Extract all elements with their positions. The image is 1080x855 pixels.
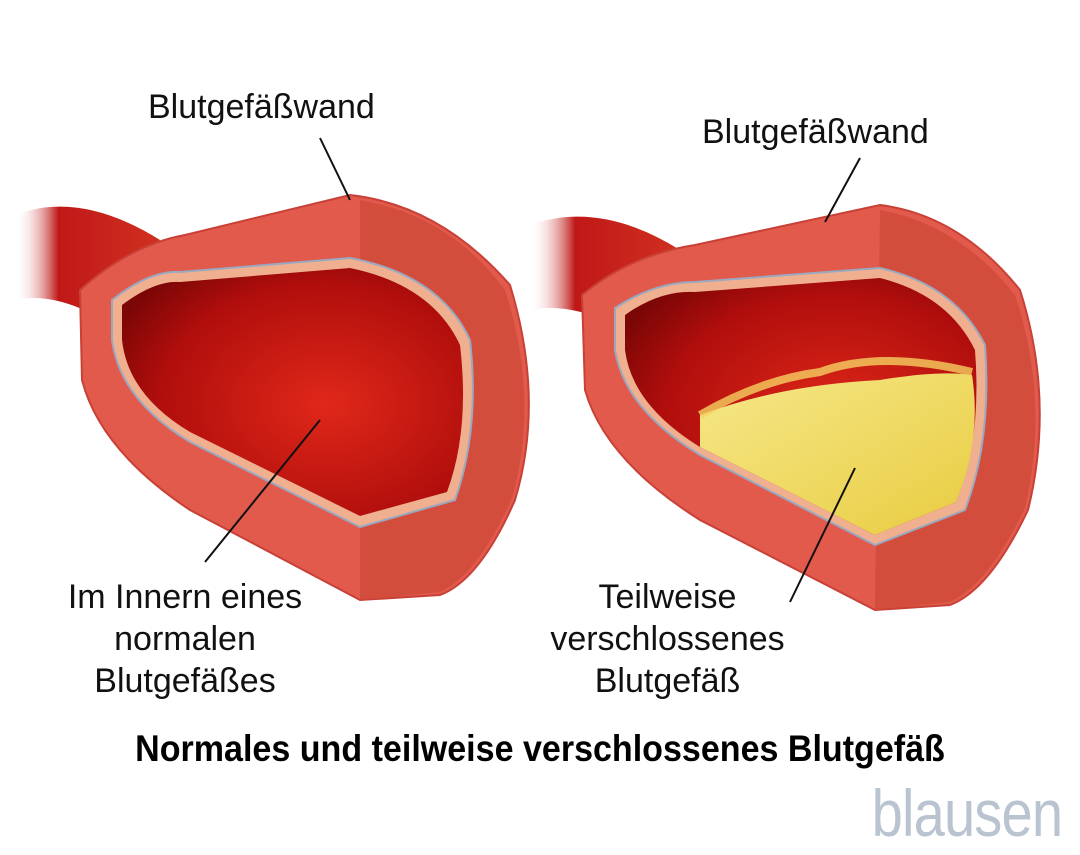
- left-wall-label: Blutgefäßwand: [148, 88, 375, 126]
- left-inner-label-line: normalen: [114, 620, 256, 658]
- right-inner-label-line: Teilweise: [598, 578, 737, 616]
- leader-lines: [204, 137, 861, 603]
- left-inner-label: Im Innern eines normalen Blutgefäßes: [40, 576, 330, 702]
- right-inner-label-line: verschlossenes: [550, 620, 785, 658]
- normal-vessel: [15, 193, 530, 602]
- right-inner-label-line: Blutgefäß: [594, 662, 741, 700]
- figure-title: Normales und teilweise verschlossenes Bl…: [135, 728, 945, 769]
- left-inner-label-line: Blutgefäßes: [94, 662, 276, 700]
- left-inner-label-line: Im Innern eines: [67, 578, 303, 616]
- partially-blocked-vessel: [530, 203, 1041, 612]
- right-inner-label: Teilweise verschlossenes Blutgefäß: [525, 576, 810, 702]
- right-wall-label: Blutgefäßwand: [702, 113, 929, 151]
- blausen-logo: blausen: [871, 776, 1062, 850]
